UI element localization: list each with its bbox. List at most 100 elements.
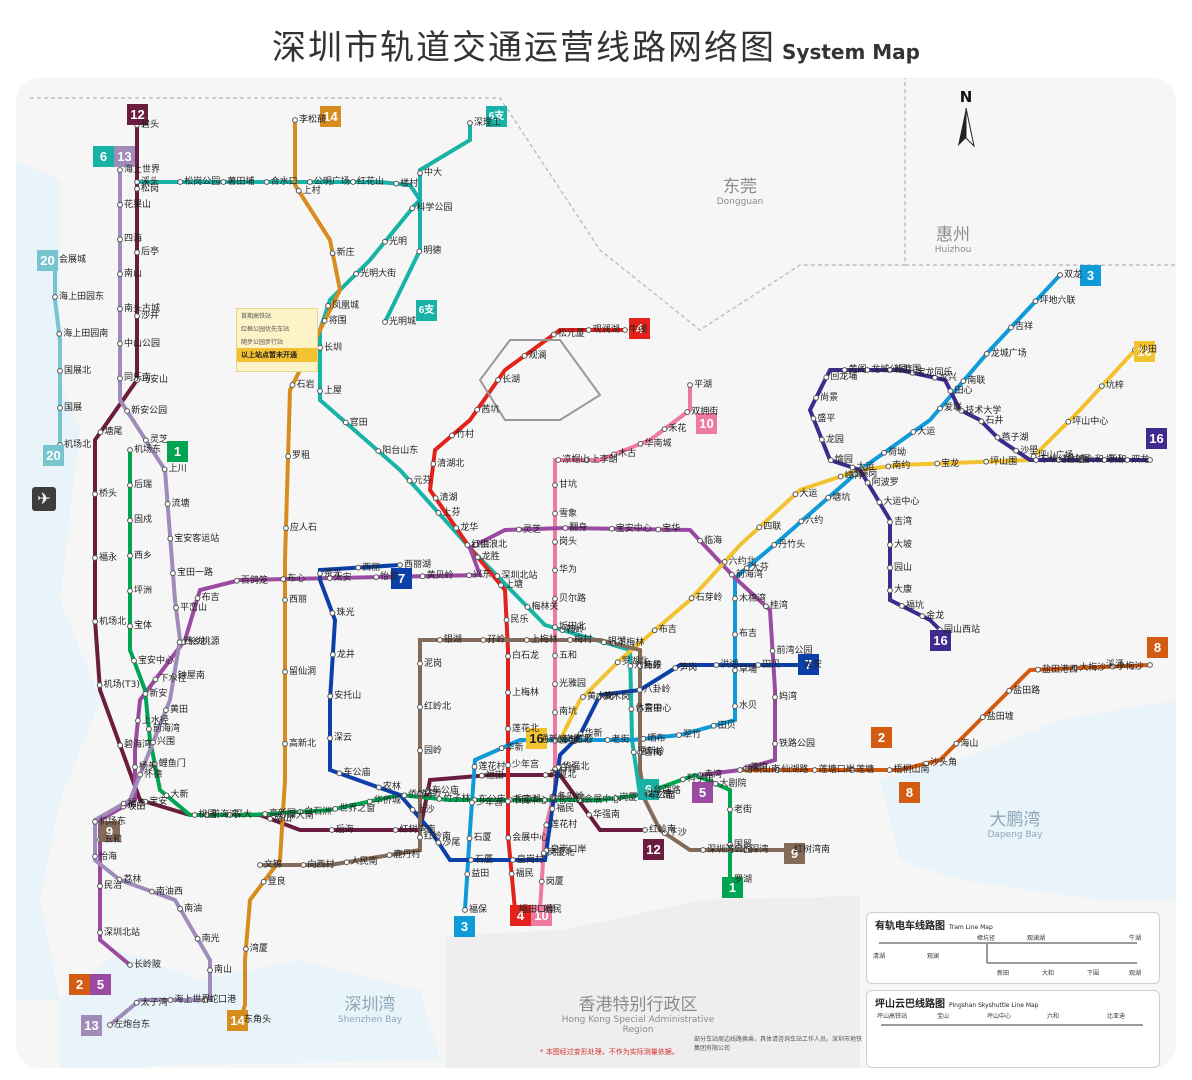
station-label[interactable]: 荷坳	[888, 447, 907, 458]
station-label[interactable]: 会展中心	[512, 832, 549, 843]
station-label[interactable]: 仙湖路	[781, 765, 809, 775]
station-label[interactable]: 同乐南	[124, 373, 152, 384]
station-label[interactable]: 大运中心	[883, 497, 920, 508]
station-marker[interactable]	[498, 582, 504, 589]
station-marker[interactable]	[373, 574, 380, 581]
station-marker[interactable]	[552, 482, 558, 488]
station-marker[interactable]	[409, 205, 416, 212]
station-marker[interactable]	[453, 525, 460, 531]
station-label[interactable]: 福坑	[905, 600, 924, 611]
station-marker[interactable]	[979, 714, 986, 721]
station-marker[interactable]	[329, 250, 336, 257]
station-marker[interactable]	[117, 236, 123, 243]
station-marker[interactable]	[132, 764, 138, 770]
line-badge-13-south[interactable]: 14	[227, 1010, 248, 1031]
station-marker[interactable]	[375, 784, 382, 791]
line-badge-20-north[interactable]: 20	[37, 250, 58, 271]
station-label[interactable]: 怀德	[144, 769, 163, 780]
line-badge-7-west[interactable]: 7	[391, 568, 412, 589]
station-marker[interactable]	[327, 735, 333, 742]
station-label[interactable]: 怡景	[380, 572, 399, 583]
station-label[interactable]: 红岭北	[424, 702, 452, 713]
station-label[interactable]: 翻身	[569, 523, 588, 533]
station-label[interactable]: 向西村	[307, 860, 335, 870]
station-marker[interactable]	[732, 631, 738, 638]
station-label[interactable]: 少年宫	[475, 797, 503, 808]
station-marker[interactable]	[117, 201, 123, 208]
station-marker[interactable]	[327, 693, 334, 700]
station-marker[interactable]	[552, 539, 558, 545]
station-label[interactable]: 龙城广场	[990, 348, 1027, 359]
station-marker[interactable]	[233, 577, 240, 584]
station-label[interactable]: 长圳	[324, 342, 343, 353]
station-marker[interactable]	[325, 303, 331, 309]
station-marker[interactable]	[1147, 662, 1153, 668]
station-label[interactable]: 宝安	[149, 796, 168, 807]
station-label[interactable]: 盐田墟	[986, 712, 1014, 723]
line-badge-6-west[interactable]: 6	[93, 146, 114, 167]
station-marker[interactable]	[852, 471, 859, 478]
station-marker[interactable]	[134, 249, 140, 256]
station-label[interactable]: 西丽	[362, 562, 381, 573]
station-marker[interactable]	[983, 350, 990, 357]
station-label[interactable]: 公明广场	[313, 177, 350, 187]
station-marker[interactable]	[953, 740, 960, 747]
station-marker[interactable]	[676, 732, 682, 738]
station-label[interactable]: 牛湖	[629, 325, 648, 335]
station-label[interactable]: 松岗	[141, 183, 160, 194]
station-label[interactable]: 红岭	[575, 735, 594, 745]
station-marker[interactable]	[509, 857, 516, 863]
station-marker[interactable]	[937, 405, 943, 412]
station-marker[interactable]	[57, 405, 63, 411]
station-marker[interactable]	[336, 770, 343, 777]
station-label[interactable]: 赤湾	[704, 770, 723, 780]
station-label[interactable]: 盐田路	[1013, 685, 1041, 696]
station-label[interactable]: 前海湾	[211, 810, 239, 820]
station-marker[interactable]	[267, 815, 274, 822]
station-label[interactable]: 桂湾	[769, 601, 788, 612]
station-marker[interactable]	[392, 827, 399, 833]
station-label[interactable]: 六和	[1085, 455, 1104, 465]
station-label[interactable]: 沙头角	[930, 758, 958, 769]
station-label[interactable]: 香梅	[644, 747, 663, 758]
station-label[interactable]: 竹村	[455, 430, 474, 441]
station-marker[interactable]	[127, 447, 133, 453]
station-marker[interactable]	[684, 409, 691, 415]
station-label[interactable]: 木棉湾	[739, 593, 767, 604]
station-marker[interactable]	[651, 627, 658, 634]
station-marker[interactable]	[697, 537, 703, 544]
station-marker[interactable]	[191, 812, 198, 818]
station-label[interactable]: 南坑	[559, 707, 578, 718]
station-marker[interactable]	[464, 871, 471, 878]
station-marker[interactable]	[177, 905, 184, 912]
station-marker[interactable]	[732, 667, 738, 674]
station-label[interactable]: 购物公园	[549, 795, 586, 805]
station-label[interactable]: 南山	[274, 813, 293, 824]
station-label[interactable]: 科学馆	[644, 790, 672, 800]
station-marker[interactable]	[350, 179, 356, 185]
station-marker[interactable]	[142, 691, 149, 697]
station-label[interactable]: 海上世界	[124, 165, 161, 175]
station-label[interactable]: 罗租	[292, 451, 311, 462]
station-marker[interactable]	[549, 806, 556, 812]
line-badge-16-south[interactable]: 16	[930, 630, 951, 651]
station-marker[interactable]	[550, 794, 557, 801]
station-marker[interactable]	[763, 603, 769, 610]
station-marker[interactable]	[467, 120, 473, 126]
station-marker[interactable]	[661, 830, 668, 837]
station-marker[interactable]	[474, 406, 481, 413]
station-marker[interactable]	[326, 575, 333, 582]
station-marker[interactable]	[886, 767, 893, 773]
station-label[interactable]: 华南城	[644, 438, 672, 449]
station-marker[interactable]	[885, 463, 892, 470]
station-label[interactable]: 龙兴	[938, 372, 957, 383]
station-label[interactable]: 机场北	[64, 440, 92, 450]
station-marker[interactable]	[1032, 298, 1039, 305]
station-label[interactable]: 文锦	[264, 860, 283, 870]
station-marker[interactable]	[737, 767, 743, 773]
station-marker[interactable]	[97, 429, 104, 436]
station-label[interactable]: 水贝	[739, 701, 758, 712]
station-label[interactable]: 福永	[99, 552, 118, 563]
station-label[interactable]: 华强路	[653, 786, 681, 797]
station-marker[interactable]	[161, 466, 168, 473]
